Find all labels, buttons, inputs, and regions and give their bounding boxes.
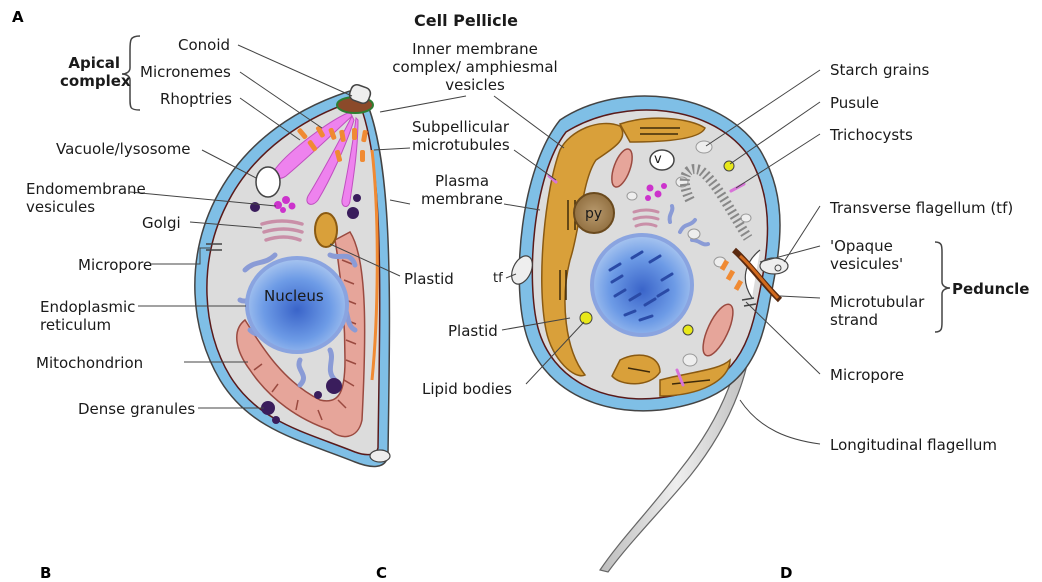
right-starch-grains [626,140,752,367]
right-vesicles [645,183,667,201]
label-pusule: Pusule [830,94,880,112]
panel-letter: A [12,8,24,26]
left-nucleus [245,256,349,354]
right-mitochondria [611,148,734,357]
footer-panel-d: D [780,564,793,582]
label-inner-membrane-complex: Inner membrane complex/ amphiesmal vesic… [392,40,558,94]
label-plasma-membrane: Plasma membrane [420,172,504,208]
label-conoid: Conoid [178,36,231,54]
left-mito-cristae [253,259,357,421]
longitudinal-flagellum [599,299,754,573]
left-posterior-tip [369,449,391,463]
label-peduncle: Peduncle [952,280,1030,298]
label-trichocysts: Trichocysts [830,126,913,144]
leader-lines [129,44,821,445]
transverse-flagellum [511,255,789,285]
label-dense-granules: Dense granules [78,400,196,418]
left-subpellicular-microtubules [370,149,379,381]
peduncle-structure [719,247,783,303]
apical-complex-brace [121,35,141,111]
label-py: py [585,206,603,222]
right-er [667,204,710,247]
label-plastid-right: Plastid [448,322,498,340]
left-golgi [260,219,304,242]
label-transverse-flagellum: Transverse flagellum (tf) [830,199,1014,217]
label-microtubular-strand: Microtubular strand [830,293,925,329]
label-endoplasmic-reticulum: Endoplasmic reticulum [40,298,136,334]
label-mitochondrion: Mitochondrion [36,354,144,372]
right-vacuole [649,149,675,171]
dinoflagellate-cell [511,95,789,573]
right-plastid [541,117,731,397]
label-micropore-left: Micropore [78,256,153,274]
peduncle-brace [934,241,951,333]
left-vacuole [255,166,281,198]
left-micropore [206,243,222,251]
apicomplexan-cell [194,84,391,468]
label-micronemes: Micronemes [140,63,231,81]
left-mitochondrion [236,231,366,438]
label-tf: tf [493,271,503,286]
label-subpellicular-microtubules: Subpellicular microtubules [412,118,510,154]
right-golgi [632,208,660,228]
label-longitudinal-flagellum: Longitudinal flagellum [830,436,998,454]
right-chromosomes [608,250,674,322]
label-plastid-left: Plastid [404,270,454,288]
label-apical-complex: Apical complex [60,54,131,90]
label-micropore-right: Micropore [830,366,905,384]
left-dense-granules [250,194,361,424]
footer-panel-b: B [40,564,52,582]
left-plastid [314,212,338,248]
label-lipid-bodies: Lipid bodies [422,380,512,398]
pyrenoid [573,192,615,234]
pusule [679,164,753,241]
label-opaque-vesicules: 'Opaque vesicules' [830,237,904,273]
left-micronemes [297,126,368,162]
label-rhoptries: Rhoptries [160,90,232,108]
label-v: v [654,152,662,167]
right-nucleus [590,233,694,337]
label-nucleus: Nucleus [264,287,324,305]
left-endomembrane-vesicles [274,196,296,213]
right-micropore [741,297,757,307]
label-endomembrane-vesicules: Endomembrane vesicules [26,180,146,216]
label-vacuole-lysosome: Vacuole/lysosome [56,140,191,158]
label-golgi: Golgi [142,214,181,232]
label-starch-grains: Starch grains [830,61,930,79]
diagram-title: Cell Pellicle [414,11,518,30]
footer-panel-c: C [376,564,388,582]
left-conoid [336,84,374,114]
